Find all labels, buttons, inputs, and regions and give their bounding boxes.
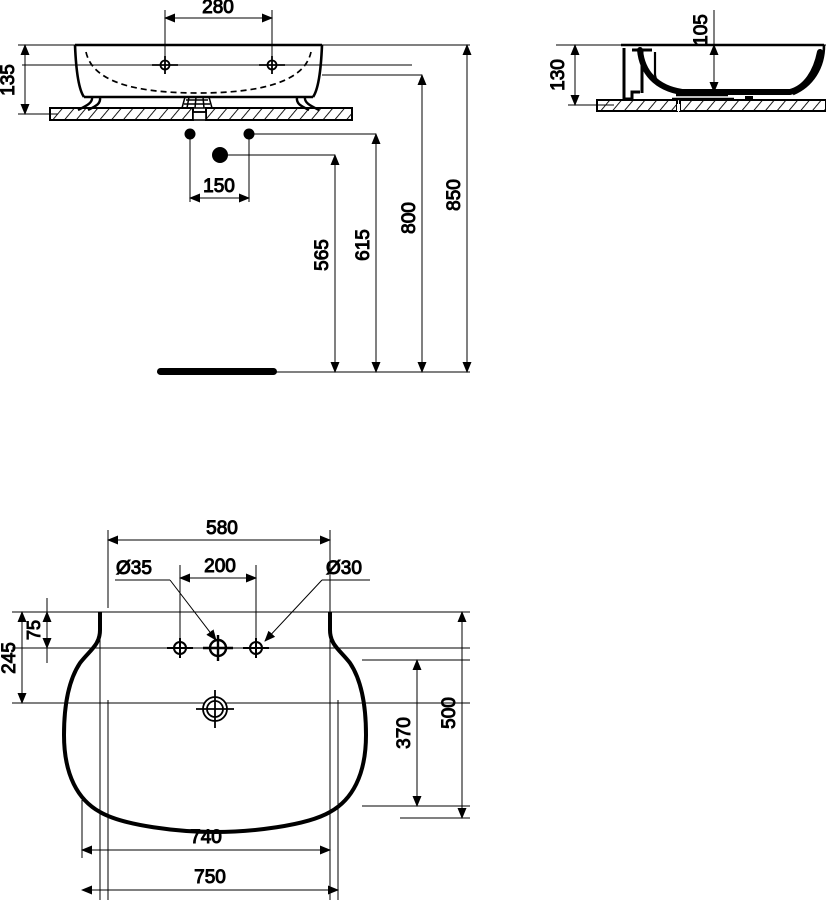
dim-370-label: 370 [394,717,415,749]
dia-30-callout: Ø30 [264,558,370,642]
side-bowl-inner [637,47,823,95]
dim-245-label: 245 [0,642,20,674]
dim-130: 130 [548,44,614,106]
side-basin-outline [621,43,826,96]
plan-waste-outlet [196,690,234,728]
dim-615-label: 615 [353,229,374,261]
dim-370: 370 [394,659,422,807]
dim-580-label: 580 [206,518,238,539]
side-counter-slab [596,99,826,112]
plan-view: 580 200 Ø35 Ø30 75 [0,518,470,900]
dim-800: 800 [399,74,427,373]
dia-35-label: Ø35 [116,558,152,579]
service-point-markers [184,128,255,163]
dim-150-label: 150 [203,176,235,197]
floor-thick-segment [157,368,277,375]
basin-plan-outline [61,612,369,835]
dim-75: 75 [24,598,52,663]
basin-section-outline [73,43,324,99]
plan-tap-hole-center [203,635,233,661]
counter-slab [49,107,353,121]
dim-750-label: 750 [194,867,226,888]
dim-105: 105 [691,10,719,93]
front-elevation-view: 280 135 150 565 [0,0,472,375]
dim-75-label: 75 [24,620,44,640]
dim-150: 150 [189,134,250,203]
dim-580: 580 [107,518,331,640]
dia-30-label: Ø30 [326,558,362,579]
dim-200-label: 200 [204,556,236,577]
dim-565: 565 [312,154,340,373]
dim-130-label: 130 [548,59,569,91]
dim-565-label: 565 [312,239,333,271]
dim-500: 500 [400,611,470,819]
dia-35-callout: Ø35 [115,558,217,641]
dim-500-label: 500 [439,697,460,729]
dim-800-label: 800 [399,202,420,234]
dim-105-label: 105 [691,14,712,46]
plan-tap-hole-right [243,638,269,658]
dim-850: 850 [444,44,472,373]
dim-245: 245 [0,611,27,704]
dim-750: 750 [81,867,339,895]
dim-740-label: 740 [190,827,222,848]
dim-280: 280 [164,0,273,62]
waste-outlet [181,96,213,109]
plan-tap-hole-left [167,638,193,658]
dim-740: 740 [81,800,331,858]
dim-135-label: 135 [0,64,19,96]
dim-850-label: 850 [444,179,465,211]
dim-280-label: 280 [202,0,234,18]
dim-615: 615 [353,133,381,373]
side-elevation-view: 130 105 [548,10,826,112]
dim-200: 200 [179,556,257,640]
dim-135: 135 [0,44,58,115]
